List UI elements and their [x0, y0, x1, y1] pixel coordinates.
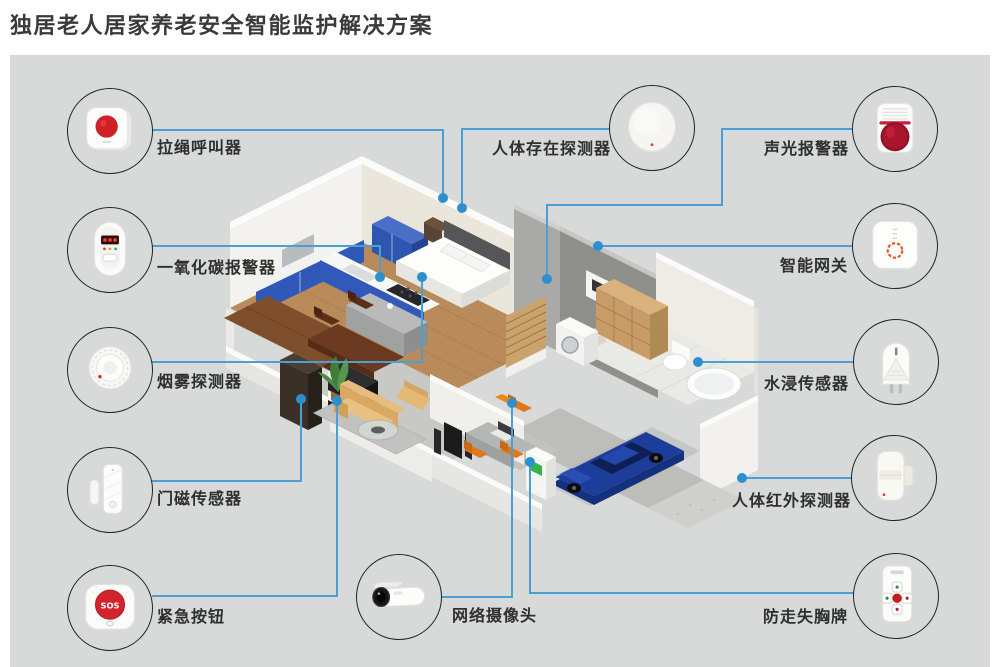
presence-sensor-circle — [609, 85, 695, 171]
co-alarm-icon — [93, 221, 127, 277]
anti-loss-badge-label: 防走失胸牌 — [763, 607, 849, 626]
page-title: 独居老人居家养老安全智能监护解决方案 — [10, 14, 434, 39]
water-leak-sensor-circle — [853, 319, 939, 405]
staircase — [505, 296, 547, 378]
dining-table — [308, 324, 404, 372]
smoke-detector-label: 烟雾探测器 — [157, 372, 243, 391]
siren-strobe-label: 声光报警器 — [764, 139, 850, 158]
pull-cord-caller-circle — [67, 88, 153, 174]
laptop — [498, 421, 514, 437]
anti-loss-badge-circle — [853, 553, 939, 639]
desk — [466, 422, 536, 457]
bed — [396, 237, 510, 294]
sos-button-label: 紧急按钮 — [157, 607, 226, 626]
anti-loss-badge-icon — [881, 565, 913, 623]
bedroom-furniture — [372, 216, 510, 308]
door-contact-sensor-circle — [67, 447, 153, 533]
kitchen-island — [346, 305, 404, 356]
pull-cord-caller-icon — [86, 107, 132, 150]
ip-camera-icon — [369, 580, 426, 608]
headboard — [444, 220, 510, 270]
smart-gateway-icon — [872, 220, 918, 269]
smart-gateway-circle — [852, 203, 938, 289]
connector-dots — [296, 193, 747, 483]
presence-sensor-icon — [628, 101, 676, 152]
svg-text:SOS: SOS — [100, 601, 119, 611]
smoke-detector-circle — [67, 327, 153, 413]
smart-gateway-label: 智能网关 — [780, 256, 849, 275]
presence-sensor-label: 人体存在探测器 — [492, 139, 612, 158]
co-alarm-circle — [67, 207, 153, 293]
stove — [386, 284, 430, 306]
sos-button-circle: SOS — [67, 565, 153, 651]
smoke-detector-icon — [88, 346, 132, 390]
cube-shelf — [596, 288, 650, 360]
pir-motion-sensor-label: 人体红外探测器 — [732, 491, 852, 510]
door-contact-sensor-label: 门磁传感器 — [157, 489, 243, 508]
sink — [342, 264, 378, 282]
pull-cord-caller-label: 拉绳呼叫器 — [157, 138, 243, 157]
ip-camera-label: 网络摄像头 — [452, 606, 538, 625]
siren-strobe-icon — [876, 102, 914, 153]
co-alarm-label: 一氧化碳报警器 — [157, 258, 277, 277]
armchair — [396, 386, 430, 410]
water-leak-sensor-label: 水浸传感器 — [764, 374, 850, 393]
laundry — [556, 279, 668, 366]
door-contact-sensor-icon — [89, 463, 123, 514]
ip-camera-circle — [356, 554, 442, 640]
pir-motion-sensor-icon — [876, 450, 914, 501]
pir-motion-sensor-circle — [851, 435, 937, 521]
siren-strobe-circle — [852, 86, 938, 172]
connector-lines — [152, 128, 854, 598]
sos-button-icon: SOS — [84, 584, 136, 630]
water-leak-sensor-icon — [882, 342, 910, 394]
toilet — [672, 340, 690, 361]
tv — [444, 422, 462, 459]
